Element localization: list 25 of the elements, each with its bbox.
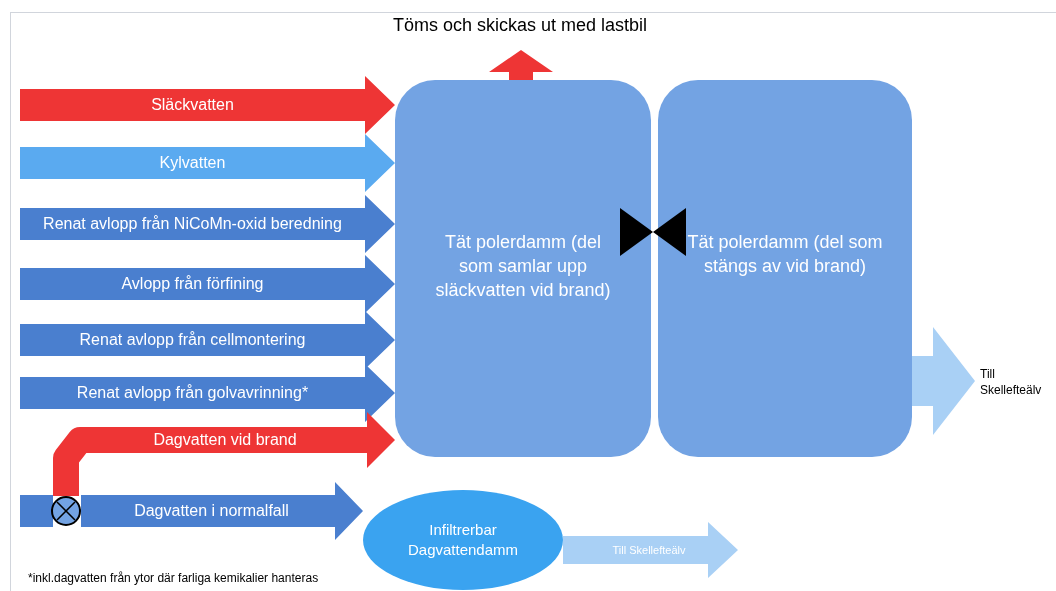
block-arrow [20, 255, 395, 313]
block-arrow [20, 364, 395, 422]
block-arrow [912, 327, 975, 435]
edge-label: Släckvatten [151, 95, 234, 115]
edge-label: Till Skellefteälv [612, 542, 686, 558]
edge-label: Dagvatten i normalfall [134, 501, 289, 521]
edge-label: Kylvatten [159, 153, 226, 173]
footnote: *inkl.dagvatten från ytor där farliga kemikalier hanteras [28, 570, 319, 587]
block-arrow [563, 522, 738, 578]
edge-label: Renat avlopp från NiCoMn-oxid beredning [43, 214, 342, 234]
pond-ellipse: Infiltrerbar Dagvattendamm [363, 490, 563, 590]
block-arrow [20, 76, 395, 134]
block-arrow [489, 50, 553, 80]
node-text: Till Skellefteälv [975, 362, 1055, 402]
block-arrow [20, 311, 395, 369]
pond-box: Tät polerdamm (del som stängs av vid brand) [658, 80, 912, 457]
block-arrow [20, 195, 395, 253]
pond-box: Tät polerdamm (del som samlar upp släckvatten vid brand) [395, 80, 651, 457]
node-text: Töms och skickas ut med lastbil [360, 12, 680, 50]
edge-label: Renat avlopp från golvavrinning* [76, 383, 309, 403]
block-arrow [81, 482, 363, 540]
block-arrow [20, 134, 395, 192]
edge-label: Avlopp från förfining [121, 274, 264, 294]
edge-label: Renat avlopp från cellmontering [79, 330, 306, 350]
edge-label: Dagvatten vid brand [153, 430, 297, 450]
